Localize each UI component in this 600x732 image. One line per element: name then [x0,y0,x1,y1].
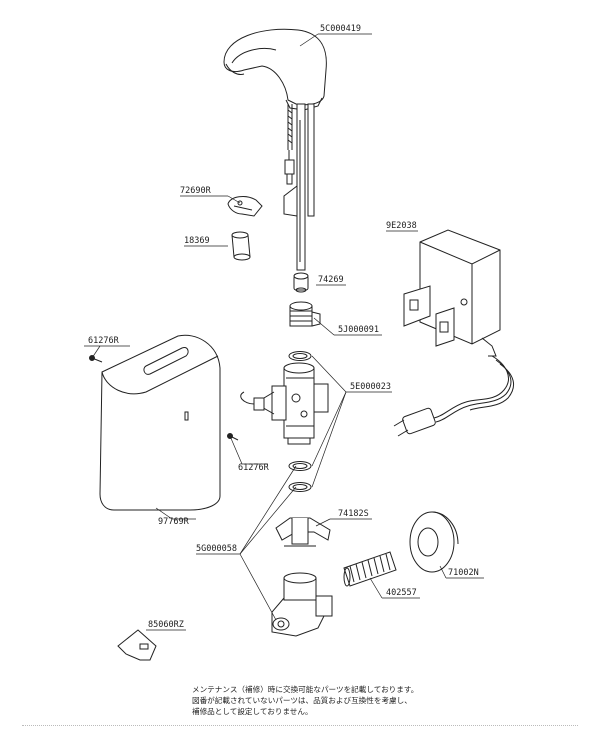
part-label: 71002N [448,568,479,578]
threaded-pipe [343,551,397,587]
part-label: 74269 [318,275,344,285]
leader-lines [84,33,484,631]
stop-valve-body [271,572,333,637]
part-label: 9E2038 [386,221,417,231]
part-label: 85060RZ [148,620,184,630]
maintenance-note-line-1: メンテナンス（補修）時に交換可能なパーツを記載しております。 [192,685,419,694]
control-box [403,229,501,357]
cover-box [99,334,221,511]
sensor-cable [284,104,295,185]
part-label: 61276R [88,336,120,346]
part-label: 72690R [180,186,212,196]
flange-part [409,511,459,573]
key-part [117,629,157,661]
part-label: 61276R [238,463,270,473]
part-label: 5J000091 [338,325,379,335]
part-labels: 5C000419 72690R 18369 74269 5J000091 9E2… [88,24,479,630]
part-label: 5C000419 [320,24,361,34]
clip-part [227,196,263,217]
part-label: 18369 [184,236,210,246]
nut-part [293,272,309,293]
bushing-part [231,231,251,261]
part-label: 74182S [338,509,369,519]
part-label: 97769R [158,517,190,527]
bracket-part [275,517,331,547]
faucet-spout [223,28,327,111]
fitting-part [289,301,321,327]
footer-divider [22,725,578,726]
shaft-tubes [283,103,315,271]
part-label: 402557 [386,588,417,598]
valve-assembly [240,362,329,445]
part-label: 5E000023 [350,382,391,392]
part-label: 5G000058 [196,544,237,554]
maintenance-note-line-3: 補修品として設定しておりません。 [192,707,313,716]
maintenance-note-line-2: 図番が記載されていないパーツは、品質および互換性を考慮し、 [192,696,412,705]
o-rings [288,351,312,492]
power-cord [393,355,515,437]
